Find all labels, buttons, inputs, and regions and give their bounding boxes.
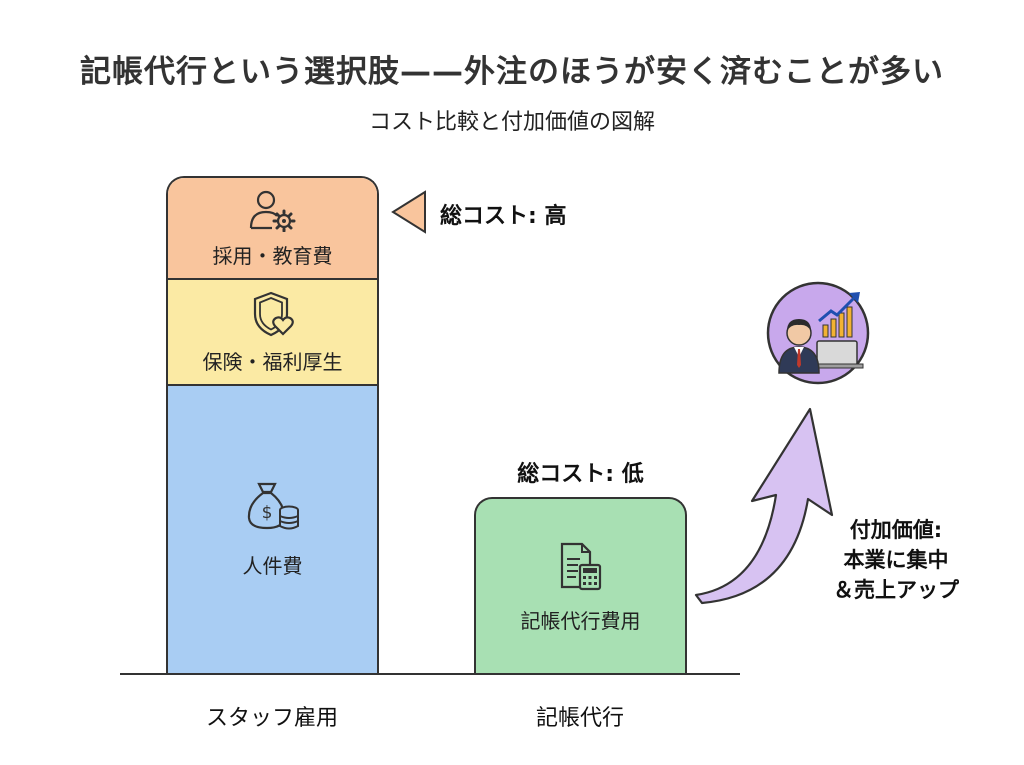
document-calculator-icon	[560, 542, 601, 591]
outsource-column-label: 記帳代行	[535, 706, 624, 731]
added-value-line1: 付加価値:	[849, 518, 943, 542]
segment-hiring-training-label: 採用・教育費	[212, 244, 333, 268]
staff-cost-stack: 採用・教育費 保険・福利厚生 $ 人件費	[166, 176, 379, 674]
segment-labor-cost: $ 人件費	[168, 386, 377, 674]
money-bag-coins-icon: $	[247, 482, 299, 530]
added-value-line3: ＆売上アップ	[833, 578, 959, 602]
outsourced-cost-label: 記帳代行費用	[520, 609, 641, 633]
segment-hiring-training: 採用・教育費	[168, 178, 377, 280]
outsourced-cost-block: 記帳代行費用	[474, 497, 687, 674]
chart-baseline	[120, 673, 740, 675]
segment-insurance-welfare: 保険・福利厚生	[168, 280, 377, 386]
shield-heart-icon	[253, 291, 294, 337]
total-cost-high-label: 総コスト: 高	[440, 204, 567, 229]
svg-text:$: $	[261, 503, 272, 523]
high-cost-pointer-icon	[391, 190, 426, 234]
businessman-growth-chart-icon	[766, 281, 870, 385]
page-subtitle: コスト比較と付加価値の図解	[368, 110, 655, 135]
segment-insurance-welfare-label: 保険・福利厚生	[202, 350, 343, 374]
staff-column-label: スタッフ雇用	[205, 706, 338, 731]
segment-labor-cost-label: 人件費	[242, 554, 303, 578]
added-value-text: 付加価値: 本業に集中 ＆売上アップ	[806, 515, 986, 605]
page-title: 記帳代行という選択肢——外注のほうが安く済むことが多い	[80, 54, 944, 90]
total-cost-low-label: 総コスト: 低	[517, 462, 644, 487]
added-value-arrow	[694, 407, 834, 605]
person-gear-icon	[249, 190, 295, 232]
added-value-line2: 本業に集中	[843, 548, 949, 572]
